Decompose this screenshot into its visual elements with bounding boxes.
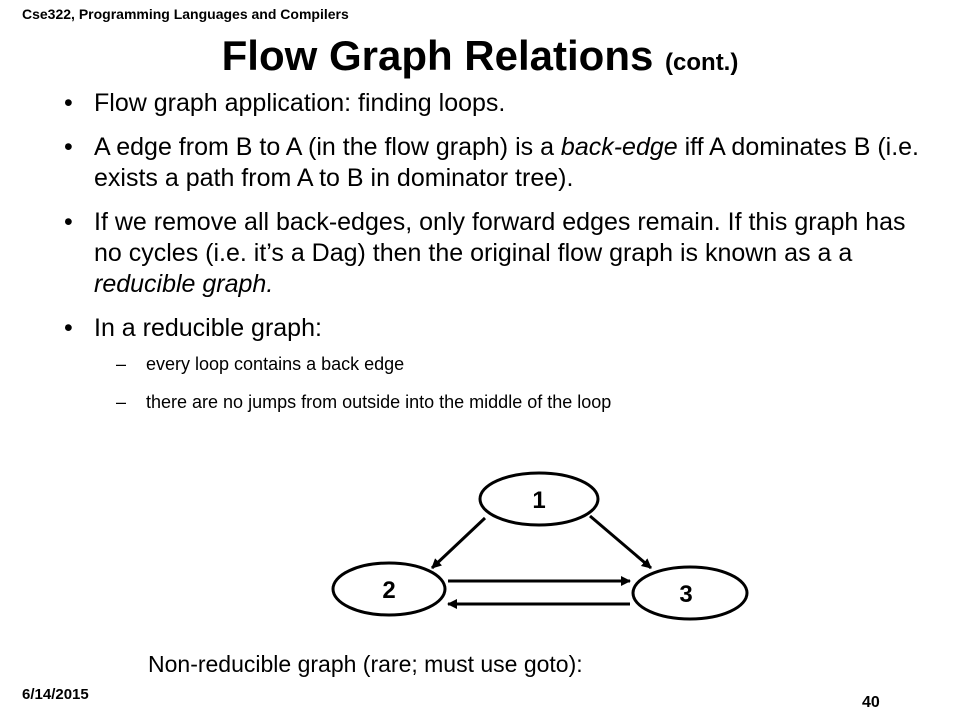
edge-1-to-2 — [430, 516, 487, 570]
bullet-item: • Flow graph application: finding loops. — [64, 88, 924, 119]
bullet-text: If we remove all back-edges, only forwar… — [94, 208, 906, 267]
footer-date: 6/14/2015 — [22, 686, 89, 703]
slide-title: Flow Graph Relations (cont.) — [0, 30, 960, 89]
subbullet-item: – there are no jumps from outside into t… — [64, 390, 924, 414]
graph-node-1: 1 — [478, 471, 600, 527]
page-number: 40 — [862, 694, 880, 711]
bullet-text: In a reducible graph: — [94, 314, 322, 342]
bullet-marker: • — [64, 314, 73, 342]
bullet-item: • A edge from B to A (in the flow graph)… — [64, 132, 924, 194]
subbullet-text: every loop contains a back edge — [146, 354, 405, 374]
graph-node-3: 3 — [631, 565, 749, 621]
subbullet-item: – every loop contains a back edge — [64, 352, 924, 376]
graph-caption: Non-reducible graph (rare; must use goto… — [148, 651, 583, 677]
bullet-item: • If we remove all back-edges, only forw… — [64, 207, 924, 300]
bullet-text: iff A dominates B (i.e. exists a path fr… — [94, 133, 920, 192]
course-header: Cse322, Programming Languages and Compil… — [22, 6, 349, 22]
bullet-item: • In a reducible graph: – every loop con… — [64, 313, 924, 414]
bullet-marker: • — [64, 208, 73, 236]
node-label-2: 2 — [382, 577, 395, 604]
edge-1-to-3 — [589, 514, 652, 570]
bullet-marker: • — [64, 89, 73, 117]
title-sub: (cont.) — [665, 49, 739, 76]
subbullet-marker: – — [116, 392, 127, 412]
subbullet-text: there are no jumps from outside into the… — [146, 392, 612, 412]
bullet-text: Flow graph application: finding loops. — [94, 89, 506, 117]
graph-node-2: 2 — [331, 561, 447, 617]
bullet-list: • Flow graph application: finding loops.… — [64, 88, 924, 428]
bullet-marker: • — [64, 133, 73, 161]
title-main: Flow Graph Relations — [221, 32, 654, 79]
node-label-3: 3 — [679, 581, 692, 608]
subbullet-list: – every loop contains a back edge – ther… — [64, 352, 924, 414]
bullet-text: A edge from B to A (in the flow graph) i… — [94, 133, 561, 161]
bullet-text-emphasis: back-edge — [560, 133, 678, 161]
subbullet-marker: – — [116, 354, 127, 374]
node-label-1: 1 — [532, 487, 545, 514]
bullet-text-emphasis: reducible graph. — [94, 270, 274, 298]
